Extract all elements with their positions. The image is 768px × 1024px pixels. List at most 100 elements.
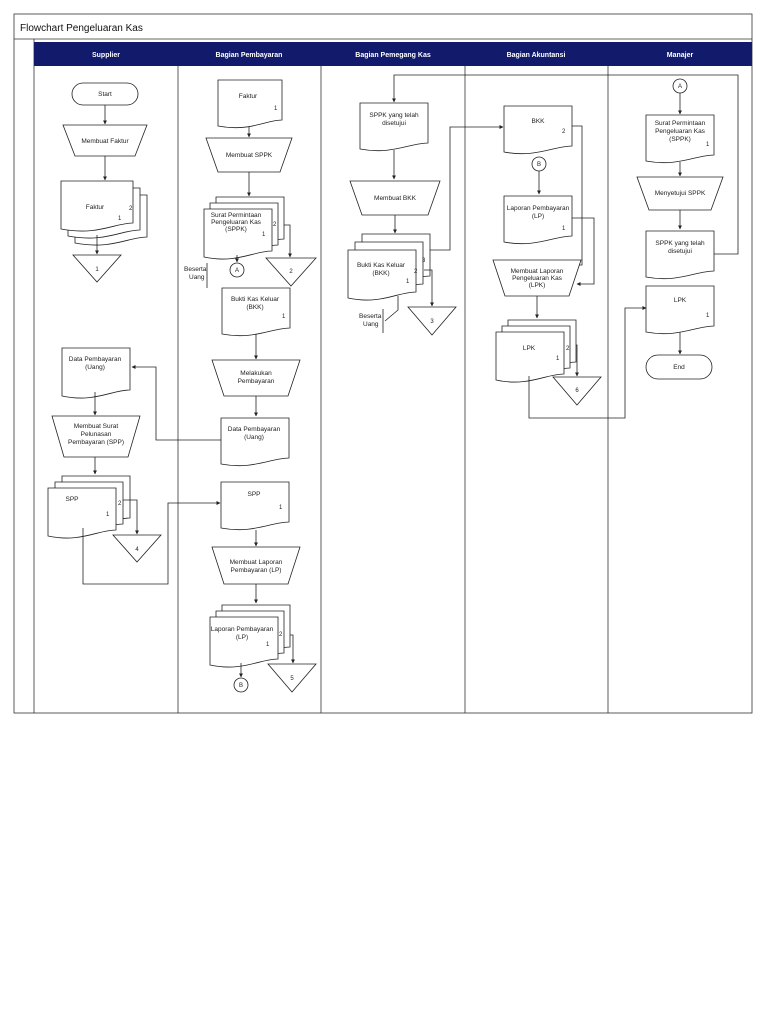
bkk-pembayaran-label-2: (BKK) — [246, 304, 263, 311]
bkk-document-pembayaran — [221, 287, 291, 337]
faktur-label: Faktur — [86, 204, 105, 211]
lpk-label: LPK — [523, 345, 536, 352]
membuat-spp-label-3: Pembayaran (SPP) — [68, 439, 124, 446]
lpk-document-stack — [495, 319, 577, 383]
beserta-uang-note: Beserta — [184, 266, 207, 273]
membuat-lp-label: Membuat Laporan — [230, 559, 283, 566]
melakukan-pembayaran-label: Melakukan — [240, 370, 272, 377]
lp-akuntansi-label-2: (LP) — [532, 213, 544, 220]
bkk-pembayaran-copy: 1 — [282, 314, 286, 320]
lp-document-stack — [209, 604, 291, 668]
connector-b-pembayaran-label: B — [239, 683, 243, 689]
spp-document-pembayaran — [220, 481, 290, 531]
sppk-label-3: (SPPK) — [225, 226, 247, 233]
sppk-copy-1: 1 — [262, 232, 266, 238]
lp-document-akuntansi — [503, 195, 573, 245]
page-title: Flowchart Pengeluaran Kas — [20, 23, 143, 34]
beserta-uang-pk-note: Beserta — [359, 313, 382, 320]
bkk-document-stack — [347, 233, 431, 301]
menyetujui-sppk-process — [636, 176, 724, 211]
bkk-akuntansi-copy: 2 — [562, 129, 566, 135]
offpage-3-label: 3 — [430, 319, 434, 325]
membuat-spp-label-2: Pelunasan — [81, 431, 112, 438]
data-pembayaran-pembayaran-label-2: (Uang) — [244, 434, 264, 441]
spp-pembayaran-copy: 1 — [279, 505, 283, 511]
lp-label: Laporan Pembayaran — [211, 626, 274, 633]
data-pembayaran-label-2: (Uang) — [85, 364, 105, 371]
sppk-label-2: Pengeluaran Kas — [211, 219, 262, 226]
offpage-5-label: 5 — [290, 676, 294, 682]
offpage-2-label: 2 — [289, 269, 293, 275]
faktur-document-stack — [60, 180, 148, 246]
membuat-lpk-process — [492, 259, 582, 297]
lp-copy-1: 1 — [266, 642, 270, 648]
data-pembayaran-pembayaran-label: Data Pembayaran — [228, 426, 281, 433]
spp-copy-2: 2 — [118, 501, 122, 507]
connector-a-pembayaran — [229, 262, 245, 278]
lane-header-bar — [34, 42, 752, 66]
membuat-spp-label: Membuat Surat — [74, 423, 119, 430]
end-label: End — [673, 364, 685, 371]
faktur-pembayaran-copy: 1 — [274, 106, 278, 112]
spp-copy-1: 1 — [106, 512, 110, 518]
membuat-lpk-label: Membuat Laporan — [511, 268, 564, 275]
bkk-label: Bukti Kas Keluar — [357, 262, 406, 269]
lane-header-supplier: Supplier — [92, 52, 120, 59]
sppk-disetujui-label: SPPK yang telah — [369, 112, 419, 119]
start-label: Start — [98, 91, 112, 98]
lp-akuntansi-copy: 1 — [562, 226, 566, 232]
lpk-copy-1: 1 — [556, 356, 560, 362]
melakukan-pembayaran-process — [211, 359, 301, 397]
lane-header-bagian-pemegang-kas: Bagian Pemegang Kas — [355, 52, 431, 59]
sppk-manajer-label-2: Pengeluaran Kas — [655, 128, 706, 135]
membuat-sppk-label: Membuat SPPK — [226, 152, 273, 159]
lpk-manajer-label: LPK — [674, 297, 687, 304]
bkk-copy-2: 2 — [414, 269, 418, 275]
membuat-faktur-process — [62, 124, 148, 157]
sppk-disetujui-document-manajer — [645, 230, 715, 280]
lane-header-bagian-pembayaran: Bagian Pembayaran — [216, 52, 283, 59]
faktur-copy-2: 2 — [129, 206, 133, 212]
offpage-4-label: 4 — [135, 547, 139, 553]
membuat-spp-process — [51, 415, 141, 458]
end-terminator — [645, 354, 713, 380]
sppk-disetujui-label-2: disetujui — [382, 120, 406, 127]
sppk-copy-2: 2 — [273, 222, 277, 228]
data-pembayaran-label: Data Pembayaran — [69, 356, 122, 363]
bkk-label-2: (BKK) — [372, 270, 389, 277]
sppk-label: Surat Permintaan — [211, 212, 262, 219]
connector-b-akuntansi-label: B — [537, 162, 541, 168]
faktur-copy-1: 1 — [118, 216, 122, 222]
membuat-bkk-label: Membuat BKK — [374, 195, 417, 202]
lpk-document-manajer — [645, 285, 715, 335]
lane-header-manajer: Manajer — [667, 52, 694, 59]
melakukan-pembayaran-label-2: Pembayaran — [238, 378, 275, 385]
data-pembayaran-document-pembayaran — [220, 417, 290, 467]
offpage-connector-6 — [552, 376, 602, 406]
spp-pembayaran-label: SPP — [247, 491, 260, 498]
membuat-lp-process — [211, 546, 301, 585]
sppk-disetujui-manajer-label: SPPK yang telah — [655, 240, 705, 247]
bkk-document-akuntansi — [503, 105, 573, 155]
lane-header-bagian-akuntansi: Bagian Akuntansi — [507, 52, 566, 59]
beserta-uang-pk-note-2: Uang — [363, 321, 379, 328]
sppk-disetujui-document — [359, 102, 429, 152]
offpage-connector-4 — [112, 534, 162, 563]
lp-copy-2: 2 — [279, 632, 283, 638]
offpage-connector-1 — [72, 254, 122, 283]
lane-dividers — [177, 66, 609, 713]
membuat-bkk-process — [349, 180, 441, 216]
bkk-akuntansi-label: BKK — [531, 118, 545, 125]
spp-label: SPP — [65, 496, 78, 503]
lpk-copy-2: 2 — [566, 346, 570, 352]
lp-label-2: (LP) — [236, 634, 248, 641]
offpage-connector-2 — [265, 257, 317, 287]
membuat-lpk-label-2: Pengeluaran Kas — [512, 275, 563, 282]
connector-b-pembayaran — [233, 677, 249, 693]
connector-a-manajer-label: A — [678, 84, 682, 90]
sppk-manajer-label: Surat Permintaan — [655, 120, 706, 127]
membuat-lpk-label-3: (LPK) — [529, 282, 546, 289]
faktur-document-pembayaran — [217, 79, 283, 129]
offpage-6-label: 6 — [575, 388, 579, 394]
